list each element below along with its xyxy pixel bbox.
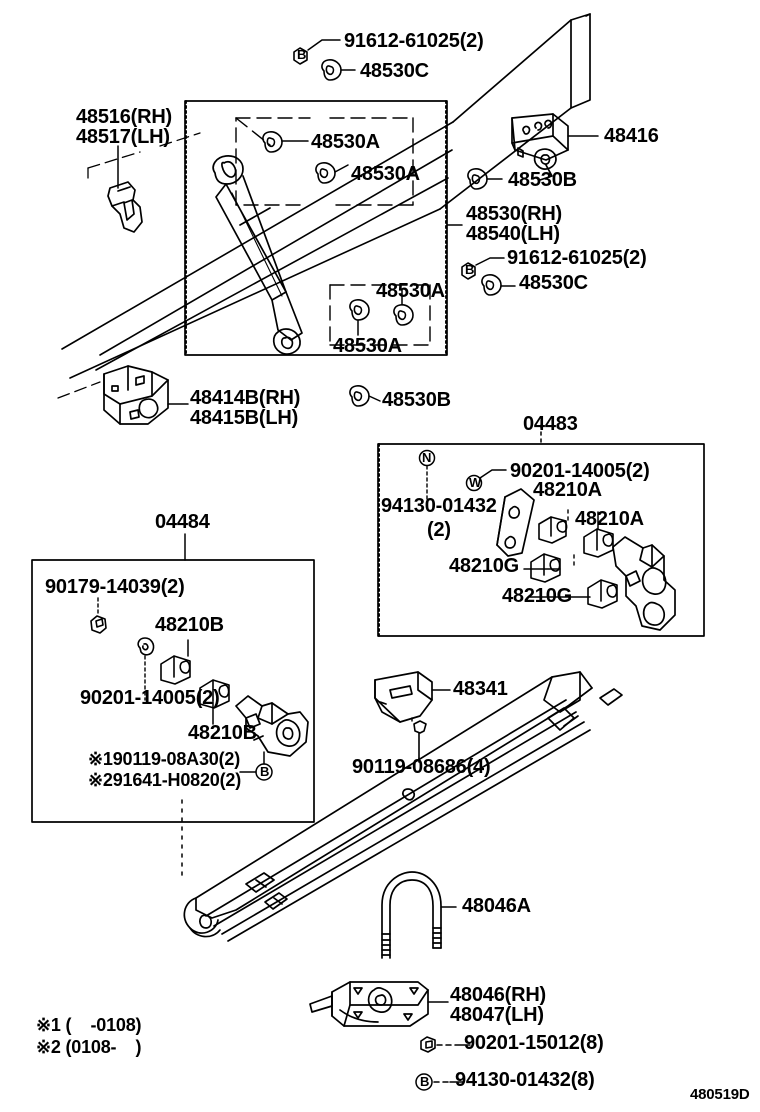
bolt-marker-bottom (415, 1073, 433, 1091)
nut-90201-15012 (420, 1036, 436, 1053)
label-48530a-3: 48530A (376, 280, 445, 302)
shock-absorber (212, 155, 303, 355)
label-48516-48517: 48516(RH) 48517(LH) (76, 107, 172, 147)
washer-90201-14005-left (137, 637, 155, 656)
bolt-90119-08686 (413, 720, 427, 763)
label-48530b-top: 48530B (508, 169, 577, 191)
frame-rail (439, 13, 591, 210)
label-48530a-4: 48530A (333, 335, 402, 357)
bushing-48530a-3 (349, 299, 370, 321)
bolt-marker-mid (461, 262, 476, 280)
bolt-marker-letter-top: B (297, 47, 307, 62)
bushing-48210a-1 (538, 516, 568, 544)
label-48530c-mid: 48530C (519, 272, 588, 294)
bushing-48530c-top (321, 59, 342, 81)
label-91612-61025-top: 91612-61025(2) (344, 30, 484, 52)
diagram-code: 480519D (690, 1086, 750, 1103)
label-48530-48540: 48530(RH) 48540(LH) (466, 204, 562, 244)
label-48210a-1: 48210A (533, 479, 602, 501)
label-48530a-2: 48530A (351, 163, 420, 185)
bushing-48530a-4 (393, 304, 414, 326)
washer-marker-letter: W (469, 475, 482, 490)
label-48530c-top: 48530C (360, 60, 429, 82)
bushing-48210g-1 (530, 553, 561, 583)
label-04484: 04484 (155, 511, 210, 533)
label-94130-01432-8: 94130-01432(8) (455, 1069, 595, 1091)
label-48046-48047-text: 48046(RH) 48047(LH) (450, 984, 547, 1026)
shackle-plate-48210a (496, 488, 535, 557)
label-48210b-2: 48210B (188, 722, 257, 744)
bushing-48530c-mid (481, 274, 502, 296)
washer-marker-W (465, 474, 483, 492)
bushing-48210b-1 (160, 655, 191, 685)
label-48516-48517-text: 48516(RH) 48517(LH) (76, 106, 173, 148)
bushing-48210a-2 (583, 528, 614, 558)
label-48414b-48415b: 48414B(RH) 48415B(LH) (190, 388, 300, 428)
label-48210b-1: 48210B (155, 614, 224, 636)
footnote-1: ※1 ( -0108) (36, 1015, 142, 1035)
label-04483: 04483 (523, 413, 578, 435)
u-bolt-48046a (381, 871, 442, 959)
label-48530b-bot: 48530B (382, 389, 451, 411)
label-48530-48540-text: 48530(RH) 48540(LH) (466, 203, 563, 245)
label-48416: 48416 (604, 125, 659, 147)
label-star1-90119-08a30: ※190119-08A30(2) (88, 749, 240, 769)
frame-rail-long (61, 121, 454, 379)
label-48341: 48341 (453, 678, 508, 700)
shackle-body-left (235, 695, 309, 757)
bolt-marker-letter-04484: B (260, 764, 270, 779)
assembly-box (184, 100, 448, 356)
nut-marker-letter: N (422, 450, 432, 465)
u-bolt-seat-48046 (309, 981, 429, 1027)
bushing-48530a-2 (315, 162, 336, 184)
label-48530a-1: 48530A (311, 131, 380, 153)
leaf-spring (183, 671, 623, 942)
kit-04484-box (31, 559, 315, 823)
label-94130-01432: 94130-01432 (381, 495, 497, 517)
kit-04483-box (377, 443, 705, 637)
bushing-48210g-2 (587, 579, 618, 609)
label-48046a: 48046A (462, 895, 531, 917)
label-91612-61025-mid: 91612-61025(2) (507, 247, 647, 269)
bump-stop-48341 (374, 671, 433, 723)
label-90201-15012: 90201-15012(8) (464, 1032, 604, 1054)
bracket-48416 (511, 113, 569, 181)
label-48210g-1: 48210G (449, 555, 519, 577)
bracket-48516 (107, 181, 143, 233)
label-48414b-48415b-text: 48414B(RH) 48415B(LH) (190, 387, 301, 429)
bracket-48414b (103, 365, 169, 425)
bolt-marker-letter-mid: B (465, 262, 475, 277)
label-48210a-2: 48210A (575, 508, 644, 530)
bolt-marker-letter-bottom: B (420, 1074, 430, 1089)
label-90179-14039: 90179-14039(2) (45, 576, 185, 598)
label-star2-91641-h0820: ※291641-H0820(2) (88, 770, 241, 790)
label-90119-08686: 90119-08686(4) (352, 756, 491, 778)
label-90201-14005-left: 90201-14005(2) (80, 687, 220, 709)
label-48210g-2: 48210G (502, 585, 572, 607)
bushing-48530b-top (467, 168, 488, 190)
bushing-48530a-1 (262, 131, 283, 153)
label-48046-48047: 48046(RH) 48047(LH) (450, 985, 546, 1025)
label-90201-14005-right: 90201-14005(2) (510, 460, 650, 482)
bushing-48210b-2 (199, 679, 230, 709)
bushing-48530b-bot (349, 385, 370, 407)
label-94130-01432-qty: (2) (427, 519, 451, 541)
footnote-2: ※2 (0108- ) (36, 1037, 142, 1057)
bolt-marker-top (293, 47, 308, 65)
shackle-body-right (612, 536, 676, 631)
nut-90179-14039 (90, 615, 107, 634)
